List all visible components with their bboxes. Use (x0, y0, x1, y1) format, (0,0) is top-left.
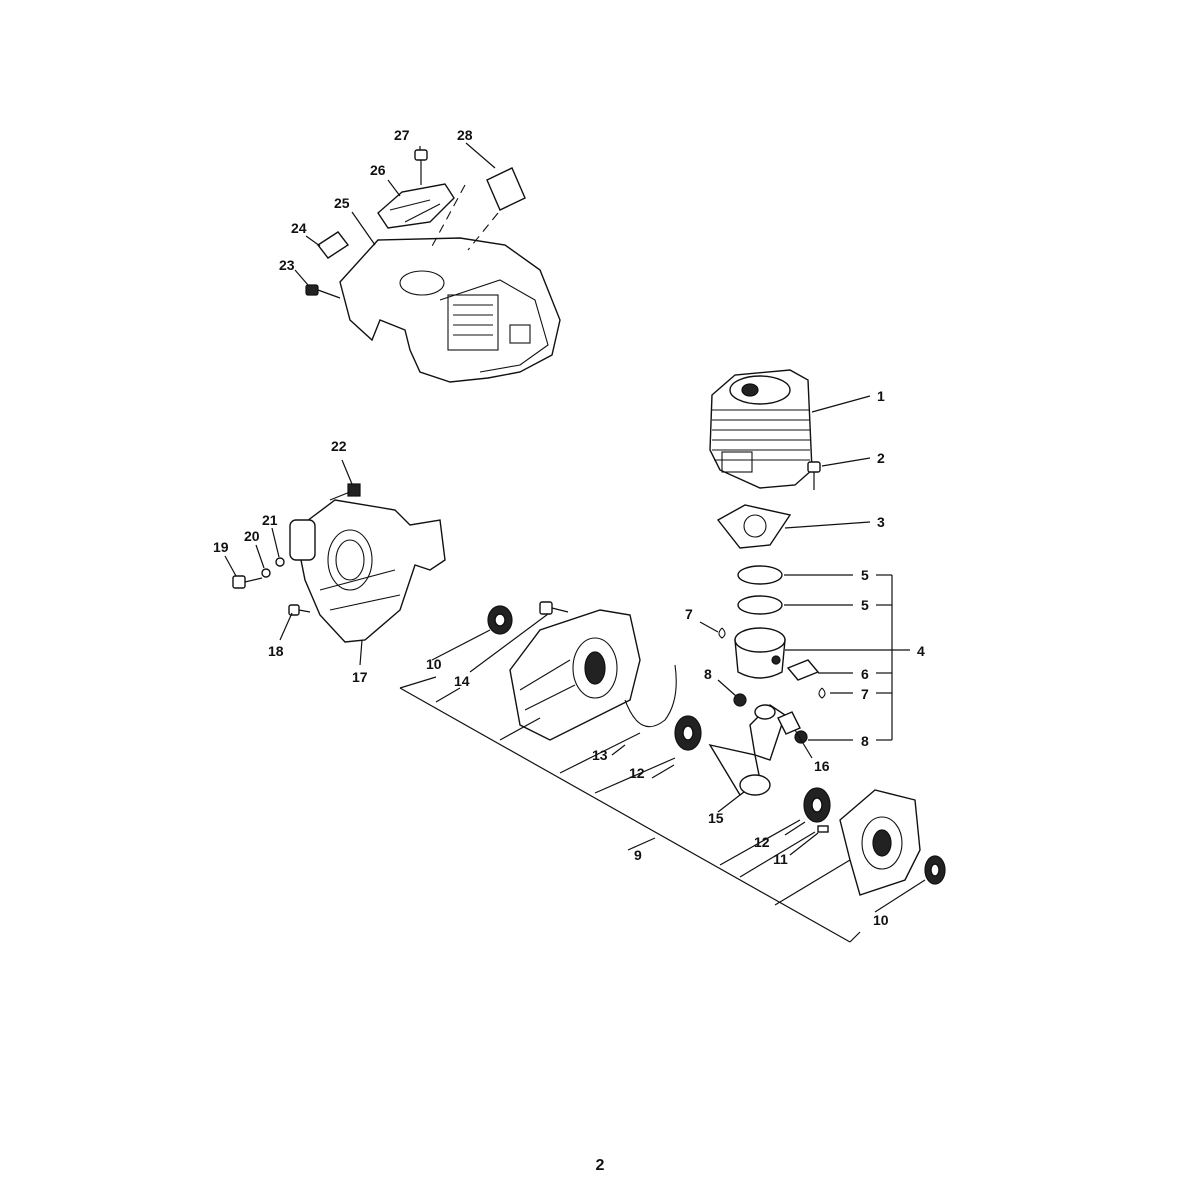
bolt-18 (288, 604, 311, 616)
fan-housing-assembly (232, 483, 446, 643)
nut-22 (347, 483, 361, 497)
callout-19: 19 (213, 539, 229, 555)
crankcase-half (509, 609, 641, 741)
callout-18: 18 (268, 643, 284, 659)
callout-4: 4 (917, 643, 925, 659)
bolt-14 (539, 601, 569, 615)
callout-7a: 7 (685, 606, 693, 622)
callout-1: 1 (877, 388, 885, 404)
screw-23 (305, 284, 341, 299)
screw-27 (414, 149, 428, 185)
callout-3: 3 (877, 514, 885, 530)
needle-bearing-8a (733, 693, 747, 707)
callout-22: 22 (331, 438, 347, 454)
page-number: 2 (595, 1157, 605, 1174)
callout-20: 20 (244, 528, 260, 544)
callout-13: 13 (592, 747, 608, 763)
callout-12b: 12 (754, 834, 770, 850)
callout-23: 23 (279, 257, 295, 273)
callout-28: 28 (457, 127, 473, 143)
bolt-2 (807, 461, 821, 490)
crankcase-assembly (487, 601, 946, 896)
piston-ring-5b (737, 595, 783, 615)
callout-21: 21 (262, 512, 278, 528)
callout-numbers: 1 2 3 4 5 5 6 7 7 8 8 9 10 10 11 12 12 1… (213, 127, 925, 928)
callout-6: 6 (861, 666, 869, 682)
callout-26: 26 (370, 162, 386, 178)
decal-label-28 (486, 167, 526, 211)
dowel-pin-11 (817, 825, 829, 833)
callout-9: 9 (634, 847, 642, 863)
engine-cover-25 (339, 237, 561, 383)
callout-5a: 5 (861, 567, 869, 583)
piston-4 (734, 627, 786, 679)
callout-10b: 10 (873, 912, 889, 928)
crankcase-gasket-13 (624, 664, 677, 728)
callout-5b: 5 (861, 597, 869, 613)
circlip-7a (718, 627, 726, 639)
cover-clip-26 (377, 183, 455, 229)
callout-17: 17 (352, 669, 368, 685)
leader-lines (224, 142, 926, 943)
piston-pin-6 (786, 659, 820, 681)
callout-2: 2 (877, 450, 885, 466)
label-plate-24 (316, 231, 350, 259)
gasket-3 (716, 504, 792, 549)
cylinder-assembly (709, 369, 826, 744)
callout-14: 14 (454, 673, 470, 689)
washer-21 (275, 557, 285, 567)
crankshaft-15 (708, 704, 786, 797)
callout-11: 11 (773, 851, 788, 867)
callout-10a: 10 (426, 656, 442, 672)
circlip-7b (818, 687, 826, 699)
bolt-19 (232, 575, 263, 589)
washer-20 (261, 568, 271, 578)
callout-8b: 8 (861, 733, 869, 749)
callout-7b: 7 (861, 686, 869, 702)
needle-bearing-16 (777, 711, 801, 735)
callout-27: 27 (394, 127, 410, 143)
callout-24: 24 (291, 220, 307, 236)
piston-ring-5a (737, 565, 783, 585)
callout-8a: 8 (704, 666, 712, 682)
engine-cover-assembly (305, 149, 561, 383)
callout-12a: 12 (629, 765, 645, 781)
callout-16: 16 (814, 758, 830, 774)
callout-25: 25 (334, 195, 350, 211)
callout-15: 15 (708, 810, 724, 826)
